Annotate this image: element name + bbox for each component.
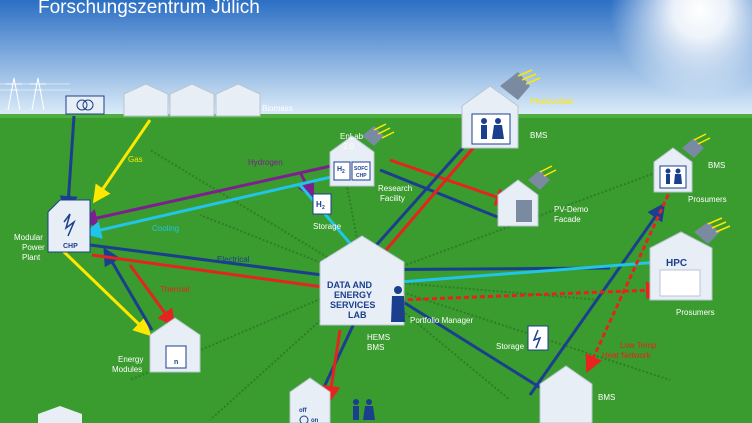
- hpc-building: HPC: [649, 217, 731, 301]
- cooling-label: Cooling: [152, 224, 179, 233]
- pv-demo-building: [497, 165, 557, 227]
- svg-text:SOFC: SOFC: [354, 166, 368, 172]
- energy-modules-label-line2: Modules: [112, 365, 142, 374]
- chp-label-line3: Plant: [22, 253, 41, 262]
- research-label-line1: Research: [378, 184, 412, 193]
- thermal-label: Thermal: [160, 285, 190, 294]
- pv-demo-label-line1: PV-Demo: [554, 205, 589, 214]
- bms-top-building: [461, 69, 541, 149]
- energy-modules-label-line1: Energy: [118, 355, 143, 364]
- transformer-icon: [65, 95, 105, 115]
- bms-center-label: BMS: [367, 343, 384, 352]
- lab-label-line1: DATA AND: [327, 280, 372, 290]
- svg-text:CHP: CHP: [356, 173, 367, 179]
- lab-label-line2: ENERGY: [334, 290, 372, 300]
- people-icon: [353, 399, 375, 420]
- svg-text:H: H: [337, 166, 342, 173]
- bms-bottom-building: [539, 365, 593, 423]
- chp-label-line1: Modular: [14, 233, 43, 242]
- gas-flow: [60, 119, 152, 337]
- people-icon: [665, 168, 682, 184]
- biomass-label: Biomass: [262, 104, 293, 113]
- storage-battery-label: Storage: [496, 342, 525, 351]
- portfolio-manager-label: Portfolio Manager: [410, 316, 473, 325]
- prosumers-top-building: [653, 133, 711, 193]
- lab-label-line3: SERVICES: [330, 300, 375, 310]
- chp-box-label: CHP: [63, 243, 78, 250]
- lightning-icon: [63, 213, 76, 237]
- enlab-building: H 2 SOFC CHP: [329, 123, 395, 187]
- h2-storage-label: Storage: [313, 222, 342, 231]
- thermal-flow: [91, 139, 677, 404]
- switch-on-label: on: [311, 418, 319, 423]
- low-temp-label-line1: Low Temp.: [620, 341, 659, 350]
- home-switch-building: off on: [289, 377, 331, 423]
- research-label-line2: Facility: [380, 194, 405, 203]
- lightning-icon: [532, 329, 542, 349]
- battery-storage: [527, 325, 549, 351]
- people-icon: [481, 118, 504, 139]
- chp-plant: CHP: [47, 199, 91, 253]
- svg-text:H: H: [316, 200, 322, 209]
- enlab-label-line1: EnLab: [340, 132, 364, 141]
- bms-top-label: BMS: [530, 131, 547, 140]
- low-temp-label-line2: Heat Network: [602, 351, 651, 360]
- prosumers-top-label: Prosumers: [688, 195, 727, 204]
- svg-text:2: 2: [342, 169, 345, 175]
- person-icon: [391, 286, 405, 322]
- h2-storage: H 2: [312, 193, 332, 215]
- bms-bottom-label: BMS: [598, 393, 615, 402]
- svg-text:2: 2: [322, 205, 325, 211]
- page-title: Forschungszentrum Jülich: [38, 0, 260, 18]
- hydrogen-label: Hydrogen: [248, 158, 283, 167]
- enlab-label-line2: 2.0: [343, 142, 355, 151]
- chp-label-line2: Power: [22, 243, 45, 252]
- sun-icon: [610, 0, 752, 100]
- bms-right-label: BMS: [708, 161, 725, 170]
- switch-off-label: off: [299, 408, 308, 414]
- pv-panel-rays-icon: [517, 69, 541, 85]
- photovoltaic-label: Photovoltaic: [530, 97, 574, 106]
- prosumers-bottom-label: Prosumers: [676, 308, 715, 317]
- biomass-storage-icon: [123, 83, 261, 117]
- gas-label: Gas: [128, 155, 143, 164]
- lab-label-line4: LAB: [348, 310, 367, 320]
- energy-modules-building: n: [149, 317, 201, 373]
- switch-icon: [299, 415, 309, 423]
- building-partial: [38, 406, 82, 423]
- pv-demo-label-line2: Facade: [554, 215, 581, 224]
- module-n-label: n: [174, 359, 178, 366]
- electrical-label: Electrical: [217, 255, 250, 264]
- hems-label: HEMS: [367, 333, 390, 342]
- power-line-icon: [0, 77, 70, 111]
- pv-panel-rays-icon: [373, 123, 395, 139]
- hpc-label: HPC: [666, 258, 687, 269]
- data-energy-services-lab: DATA AND ENERGY SERVICES LAB: [319, 235, 405, 326]
